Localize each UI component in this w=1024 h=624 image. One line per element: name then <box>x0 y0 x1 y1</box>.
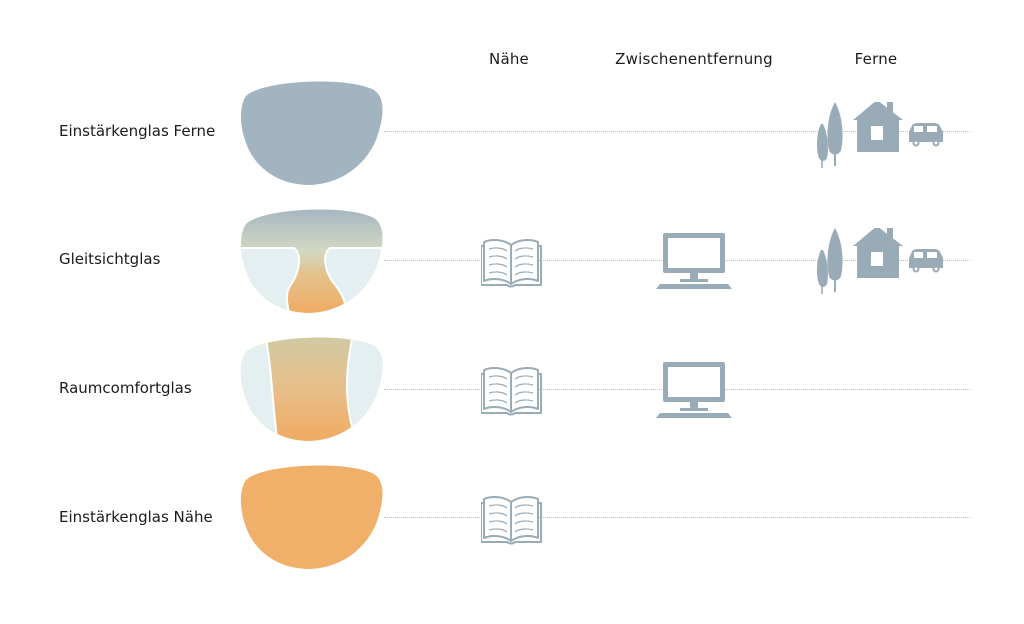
lens-room-comfort <box>240 337 383 442</box>
open-book-icon <box>481 496 542 545</box>
landscape-trees-house-car-icon <box>816 228 943 294</box>
row-guide-line <box>384 131 970 132</box>
row-label-single-vision-far: Einstärkenglas Ferne <box>59 122 216 140</box>
row-label-progressive: Gleitsichtglas <box>59 250 161 268</box>
column-header-far: Ferne <box>854 50 898 68</box>
lens-single-vision-near <box>240 465 383 569</box>
row-label-room-comfort: Raumcomfortglas <box>59 379 192 397</box>
column-header-near: Nähe <box>489 50 529 68</box>
row-guide-line <box>384 517 970 518</box>
open-book-icon <box>481 239 542 288</box>
open-book-icon <box>481 367 542 416</box>
lens-progressive <box>240 209 383 314</box>
computer-monitor-icon <box>656 362 732 418</box>
row-label-single-vision-near: Einstärkenglas Nähe <box>59 508 213 526</box>
column-header-intermediate: Zwischenentfernung <box>615 50 773 68</box>
lens-single-vision-far <box>240 81 383 185</box>
computer-monitor-icon <box>656 233 732 289</box>
landscape-trees-house-car-icon <box>816 102 943 168</box>
